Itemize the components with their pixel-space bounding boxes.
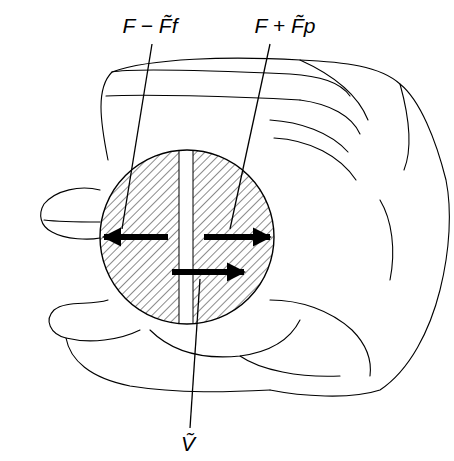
leader-line bbox=[190, 279, 200, 428]
velocity-label: Ṽ bbox=[179, 432, 197, 455]
disc-outline bbox=[100, 150, 274, 324]
force-label: F − F̃f bbox=[120, 14, 179, 37]
leader-line bbox=[230, 44, 270, 229]
velocity-arrow bbox=[172, 269, 244, 275]
hand-outline bbox=[41, 58, 450, 396]
leader-line bbox=[122, 44, 152, 229]
force-arrow bbox=[104, 234, 168, 240]
slot-edge bbox=[179, 150, 180, 324]
slot-edge bbox=[193, 150, 194, 324]
force-arrow bbox=[204, 234, 270, 240]
force-label: F + F̃p bbox=[253, 14, 318, 37]
center-slot bbox=[179, 148, 193, 326]
